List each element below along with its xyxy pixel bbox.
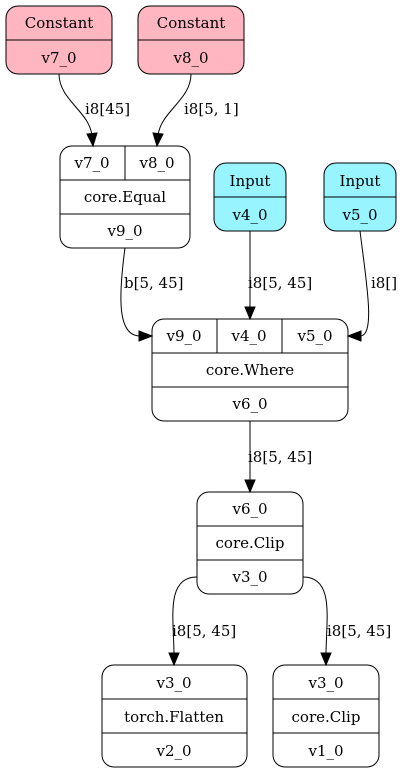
node-where-input-v9: v9_0 bbox=[165, 327, 201, 345]
node-where-op: core.Where bbox=[206, 361, 294, 379]
node-where-input-v5: v5_0 bbox=[296, 327, 332, 345]
node-equal-output: v9_0 bbox=[106, 222, 142, 240]
edge-v8-to-equal: i8[5, 1] bbox=[152, 73, 239, 148]
node-input-v5: Input v5_0 bbox=[323, 162, 397, 232]
node-equal-input-v7: v7_0 bbox=[73, 154, 109, 172]
node-where-input-v4: v4_0 bbox=[230, 327, 266, 345]
node-clip-final-output: v1_0 bbox=[307, 742, 343, 760]
edge-equal-to-where: b[5, 45] bbox=[120, 247, 183, 342]
node-clip-main-input: v6_0 bbox=[231, 500, 267, 518]
node-constant-v8-kind: Constant bbox=[157, 14, 226, 32]
edge-where-to-clip-label: i8[5, 45] bbox=[248, 448, 312, 466]
edge-clip-to-flatten-label: i8[5, 45] bbox=[172, 622, 236, 640]
node-clip-final: v3_0 core.Clip v1_0 bbox=[272, 664, 380, 768]
node-flatten-input: v3_0 bbox=[155, 674, 191, 692]
node-constant-v7-output: v7_0 bbox=[40, 49, 76, 67]
node-equal-input-v8: v8_0 bbox=[138, 154, 174, 172]
edge-v7-to-equal: i8[45] bbox=[58, 73, 130, 148]
node-clip-main-output: v3_0 bbox=[231, 568, 267, 586]
edge-v7-to-equal-label: i8[45] bbox=[85, 100, 130, 118]
edge-v8-to-equal-label: i8[5, 1] bbox=[184, 100, 239, 118]
node-input-v4: Input v4_0 bbox=[213, 162, 287, 232]
node-equal-op: core.Equal bbox=[84, 188, 166, 206]
node-constant-v7: Constant v7_0 bbox=[5, 5, 113, 75]
node-input-v5-output: v5_0 bbox=[341, 206, 377, 224]
node-where-output: v6_0 bbox=[231, 395, 267, 413]
edge-clip-to-clip-label: i8[5, 45] bbox=[327, 622, 391, 640]
node-constant-v8-output: v8_0 bbox=[172, 49, 208, 67]
node-flatten-op: torch.Flatten bbox=[124, 708, 224, 726]
node-input-v4-output: v4_0 bbox=[231, 206, 267, 224]
node-flatten: v3_0 torch.Flatten v2_0 bbox=[101, 664, 248, 768]
edge-where-to-clip: i8[5, 45] bbox=[244, 421, 312, 494]
node-clip-main: v6_0 core.Clip v3_0 bbox=[196, 491, 304, 595]
edge-equal-to-where-label: b[5, 45] bbox=[124, 274, 183, 292]
edge-v5-to-where-label: i8[] bbox=[371, 274, 397, 292]
edge-v4-to-where: i8[5, 45] bbox=[244, 231, 312, 321]
node-equal: v7_0 v8_0 core.Equal v9_0 bbox=[59, 145, 191, 249]
node-clip-final-input: v3_0 bbox=[307, 674, 343, 692]
node-clip-main-op: core.Clip bbox=[216, 534, 285, 552]
node-input-v5-kind: Input bbox=[340, 172, 381, 190]
node-where: v9_0 v4_0 v5_0 core.Where v6_0 bbox=[151, 318, 349, 422]
edge-v4-to-where-label: i8[5, 45] bbox=[248, 274, 312, 292]
node-input-v4-kind: Input bbox=[230, 172, 271, 190]
edge-clip-to-clip: i8[5, 45] bbox=[302, 576, 391, 667]
node-constant-v7-kind: Constant bbox=[25, 14, 94, 32]
node-constant-v8: Constant v8_0 bbox=[137, 5, 245, 75]
node-clip-final-op: core.Clip bbox=[292, 708, 361, 726]
edge-v5-to-where: i8[] bbox=[346, 230, 397, 342]
node-flatten-output: v2_0 bbox=[155, 742, 191, 760]
edge-clip-to-flatten: i8[5, 45] bbox=[168, 576, 236, 667]
